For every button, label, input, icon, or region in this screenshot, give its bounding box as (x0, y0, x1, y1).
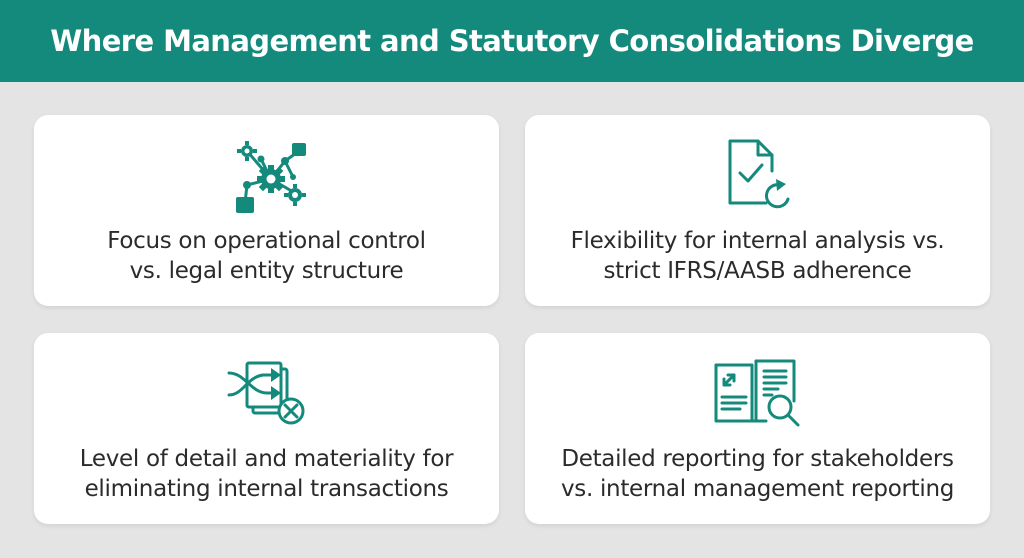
card-materiality: Level of detail and materiality for elim… (34, 333, 499, 524)
document-check-refresh-icon (718, 137, 798, 217)
card-text: Flexibility for internal analysis vs. st… (525, 226, 990, 286)
card-line: Level of detail and materiality for (79, 446, 454, 472)
card-text: Focus on operational control vs. legal e… (34, 226, 499, 286)
card-text: Detailed reporting for stakeholders vs. … (525, 444, 990, 504)
shuffle-documents-remove-icon (223, 355, 311, 431)
card-line: Focus on operational control (107, 228, 426, 254)
card-text: Level of detail and materiality for elim… (34, 444, 499, 504)
card-line: Flexibility for internal analysis vs. (570, 228, 945, 254)
network-gears-icon (227, 137, 307, 217)
card-ifrs-flexibility: Flexibility for internal analysis vs. st… (525, 115, 990, 306)
card-line: vs. internal management reporting (560, 476, 955, 502)
report-magnifier-icon (710, 355, 806, 431)
card-line: strict IFRS/AASB adherence (603, 258, 912, 284)
card-line: vs. legal entity structure (129, 258, 404, 284)
card-line: Detailed reporting for stakeholders (561, 446, 954, 472)
card-stakeholder-reporting: Detailed reporting for stakeholders vs. … (525, 333, 990, 524)
card-operational-control: Focus on operational control vs. legal e… (34, 115, 499, 306)
page-title: Where Management and Statutory Consolida… (50, 24, 974, 58)
header-banner: Where Management and Statutory Consolida… (0, 0, 1024, 82)
card-line: eliminating internal transactions (84, 476, 449, 502)
